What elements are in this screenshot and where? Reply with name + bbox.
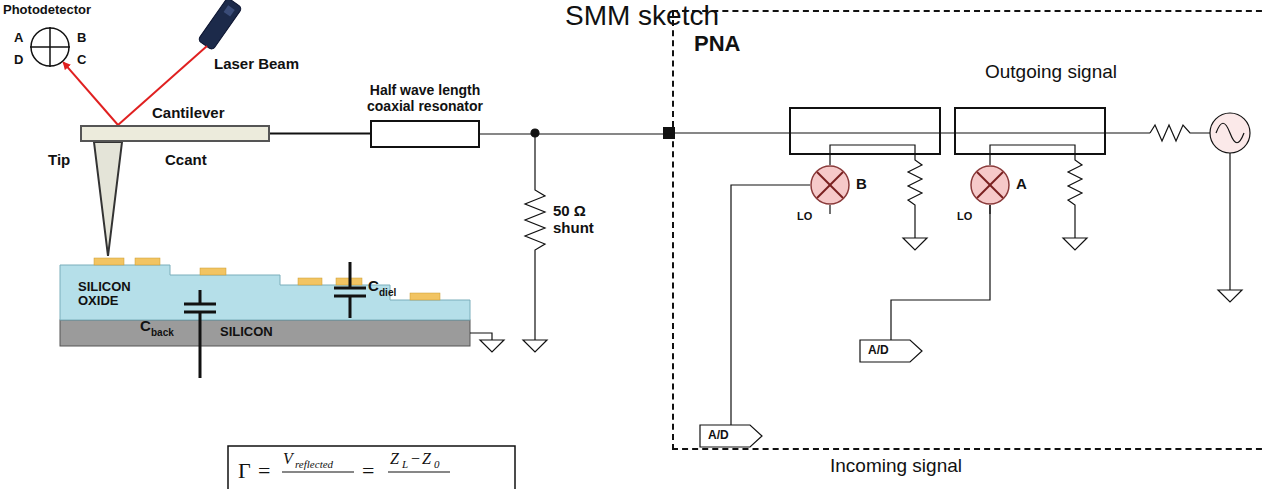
pna-instrument-label: PNA xyxy=(694,32,740,56)
formula-symbol: = xyxy=(362,459,374,483)
tip xyxy=(94,142,122,256)
capacitance-symbol-label: C xyxy=(368,278,379,295)
adc-converter: A/D xyxy=(700,425,762,447)
connector xyxy=(480,133,672,134)
mixer-outline xyxy=(970,165,1010,205)
laser-source xyxy=(198,0,243,50)
silicon-oxide xyxy=(60,265,470,320)
layer-label: SILICON xyxy=(220,325,273,339)
subscript: back xyxy=(151,327,174,338)
lo-port-label: LO xyxy=(957,210,972,222)
connector xyxy=(270,133,370,135)
formula-box xyxy=(228,446,515,489)
quadrant-letter: A xyxy=(14,31,23,45)
capacitor-symbol xyxy=(184,290,216,378)
adc-converter: A/D xyxy=(860,340,922,362)
capacitance-symbol-label: C xyxy=(140,318,151,335)
connector xyxy=(63,62,118,125)
beam-label: Laser Beam xyxy=(214,56,299,73)
layer-label: SILICON OXIDE xyxy=(78,280,148,309)
subscript: 0 xyxy=(434,458,440,470)
ground-wire xyxy=(470,333,504,352)
mixer-label: A xyxy=(1016,176,1027,193)
adc-converter-label: A/D xyxy=(708,429,729,442)
diagram-title: SMM sketch xyxy=(565,1,719,32)
adc-converter-label: A/D xyxy=(868,344,889,357)
quadrant-letter: B xyxy=(77,31,86,45)
signal-label: Incoming signal xyxy=(830,456,962,477)
photodetector-label: Photodetector xyxy=(3,3,91,17)
subscript: L xyxy=(402,458,408,470)
shunt-resistor xyxy=(523,129,547,352)
capacitor-symbol xyxy=(334,262,366,318)
formula-symbol: Γ xyxy=(238,459,251,483)
coaxial-resonator-label: Half wave length coaxial resonator xyxy=(345,83,505,114)
cantilever: Cantilever xyxy=(80,125,270,142)
coaxial-resonator: Half wave length coaxial resonator xyxy=(370,120,480,148)
silicon-substrate xyxy=(60,320,470,346)
resistor-label: 50 Ω shunt xyxy=(553,203,605,236)
tip-label: Tip xyxy=(48,152,70,169)
pna-instrument: PNA B A A/D A/D xyxy=(672,10,1265,450)
mixer: A xyxy=(970,165,1010,205)
lo-port-label: LO xyxy=(797,210,812,222)
directional-coupler xyxy=(790,108,940,154)
cantilever-label: Cantilever xyxy=(152,105,225,122)
formula-symbol: Z xyxy=(422,450,431,468)
formula-symbol: Z xyxy=(390,450,399,468)
capacitance-label: Ccant xyxy=(165,152,207,169)
subscript: reflected xyxy=(295,458,333,470)
signal-line xyxy=(675,113,1250,302)
quadrant-letter: C xyxy=(77,53,86,67)
formula-symbol: V xyxy=(283,450,293,468)
formula-symbol: = xyxy=(258,459,270,483)
formula-symbol: − xyxy=(411,450,420,468)
gold-pads xyxy=(94,258,440,300)
signal-label: Outgoing signal xyxy=(985,62,1117,83)
directional-coupler xyxy=(955,108,1105,154)
photodetector-outline xyxy=(30,27,70,67)
quadrant-letter: D xyxy=(14,53,23,67)
mixer-label: B xyxy=(856,176,867,193)
photodetector: Photodetector xyxy=(30,27,70,67)
subscript: diel xyxy=(379,287,396,298)
mixer: B xyxy=(810,165,850,205)
mixer-outline xyxy=(810,165,850,205)
connector xyxy=(891,205,990,340)
